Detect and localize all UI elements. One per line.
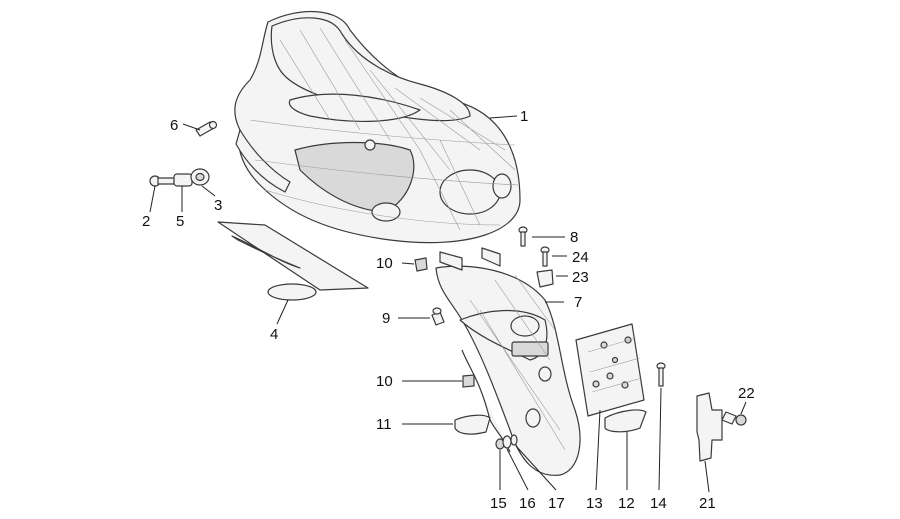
part-9-screw <box>431 307 445 326</box>
part-7-rear-mudguard <box>435 247 581 476</box>
callout-10-upper: 10 <box>376 255 393 272</box>
part-4-plate-and-lens <box>217 221 369 301</box>
callout-3: 3 <box>214 197 222 214</box>
part-10-upper-clip <box>414 257 428 272</box>
callout-14: 14 <box>650 495 667 512</box>
part-23-clip <box>536 269 554 288</box>
part-3-grommet <box>190 168 210 186</box>
callout-12: 12 <box>618 495 635 512</box>
callout-15: 15 <box>490 495 507 512</box>
callout-24: 24 <box>572 249 589 266</box>
callout-22: 22 <box>738 385 755 402</box>
part-24-screw <box>540 246 550 267</box>
part-6-screw <box>195 120 218 137</box>
rear-body-cowl <box>234 10 521 244</box>
part-11-reflector <box>454 414 491 435</box>
callout-21: 21 <box>699 495 716 512</box>
part-8-screw <box>518 226 528 247</box>
callout-23: 23 <box>572 269 589 286</box>
callout-6: 6 <box>170 117 178 134</box>
part-12-plate-light-lens <box>604 409 647 433</box>
part-13-license-plate-holder <box>575 323 645 417</box>
part-14-screw <box>656 362 666 387</box>
callout-7: 7 <box>574 294 582 311</box>
part-22-screw <box>721 411 747 426</box>
part-2-bolt <box>149 175 175 187</box>
callout-labels: 1 2 3 4 5 6 7 8 9 10 10 11 12 13 14 15 1… <box>142 108 755 512</box>
callout-4: 4 <box>270 326 278 343</box>
part-17-screw <box>510 434 518 446</box>
callout-9: 9 <box>382 310 390 327</box>
callout-10-lower: 10 <box>376 373 393 390</box>
part-10-lower-clip <box>462 374 475 388</box>
part-5-spacer <box>173 173 193 187</box>
part-21-bracket <box>696 392 723 462</box>
leader-lines <box>149 115 747 493</box>
callout-1: 1 <box>520 108 528 125</box>
callout-2: 2 <box>142 213 150 230</box>
part-16-washer <box>502 435 512 449</box>
callout-16: 16 <box>519 495 536 512</box>
callout-11: 11 <box>376 416 392 433</box>
callout-17: 17 <box>548 495 565 512</box>
callout-8: 8 <box>570 229 578 246</box>
callout-13: 13 <box>586 495 603 512</box>
callout-5: 5 <box>176 213 184 230</box>
